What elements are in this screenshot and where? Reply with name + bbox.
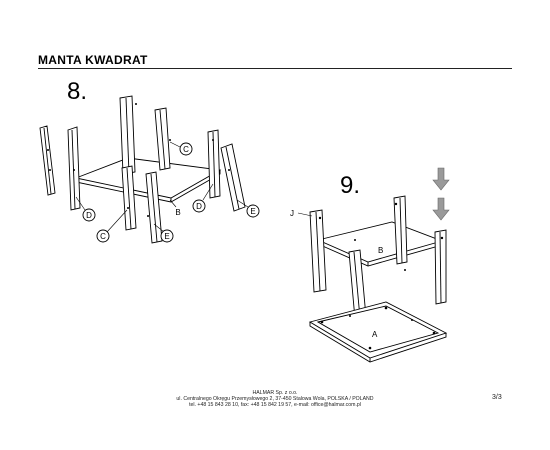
leg-front-center (121, 165, 137, 231)
leg-9-back-right (393, 195, 408, 265)
arrow-down-icon-2 (432, 197, 450, 221)
page-title: MANTA KWADRAT (38, 53, 148, 67)
leg-left-inner (67, 126, 81, 211)
step-8-number: 8. (67, 78, 88, 105)
label-d-left: D (86, 211, 92, 220)
callout-d-left: D (75, 196, 96, 222)
tabletop-a (308, 301, 448, 363)
leg-back-right (154, 107, 171, 171)
callout-b-step8: B (169, 199, 181, 217)
step-9-diagram: J B A (290, 167, 450, 363)
label-j: J (290, 209, 294, 218)
footer-address: ul. Centralnego Okręgu Przemysłowego 2, … (176, 396, 374, 402)
assembled-table-upper (309, 195, 447, 320)
page-number: 3/3 (492, 394, 502, 401)
callout-e-lower: E (153, 223, 174, 243)
title-divider (38, 68, 512, 69)
arrow-down-icon-1 (432, 167, 450, 191)
step-8-diagram: C D C B E D E (39, 95, 260, 244)
step-9-number: 9. (340, 172, 361, 199)
label-b-step8: B (175, 208, 180, 217)
footer-company: HALMAR Sp. z o.o. (252, 390, 298, 396)
label-a: A (372, 330, 378, 339)
callout-a: A (372, 330, 378, 339)
leg-right-outer (220, 143, 246, 212)
leg-left-outer (39, 125, 56, 196)
leg-back-center (119, 95, 137, 175)
leg-front-right (145, 171, 163, 244)
callout-b-step9: B (378, 246, 383, 255)
label-e-right: E (250, 207, 255, 216)
callout-c-upper: C (169, 141, 193, 156)
label-b-step9: B (378, 246, 383, 255)
label-d-right: D (196, 202, 202, 211)
footer-contact: tel. +48 15 843 28 10, fax: +48 15 842 1… (189, 402, 361, 408)
label-e-lower: E (164, 232, 169, 241)
label-c-lower: C (100, 232, 106, 241)
callout-c-lower: C (96, 209, 128, 243)
callout-d-right: D (192, 183, 214, 213)
callout-e-right: E (236, 199, 260, 218)
callout-j: J (290, 209, 313, 218)
leg-right-inner (207, 129, 221, 199)
label-c-upper: C (183, 145, 189, 154)
